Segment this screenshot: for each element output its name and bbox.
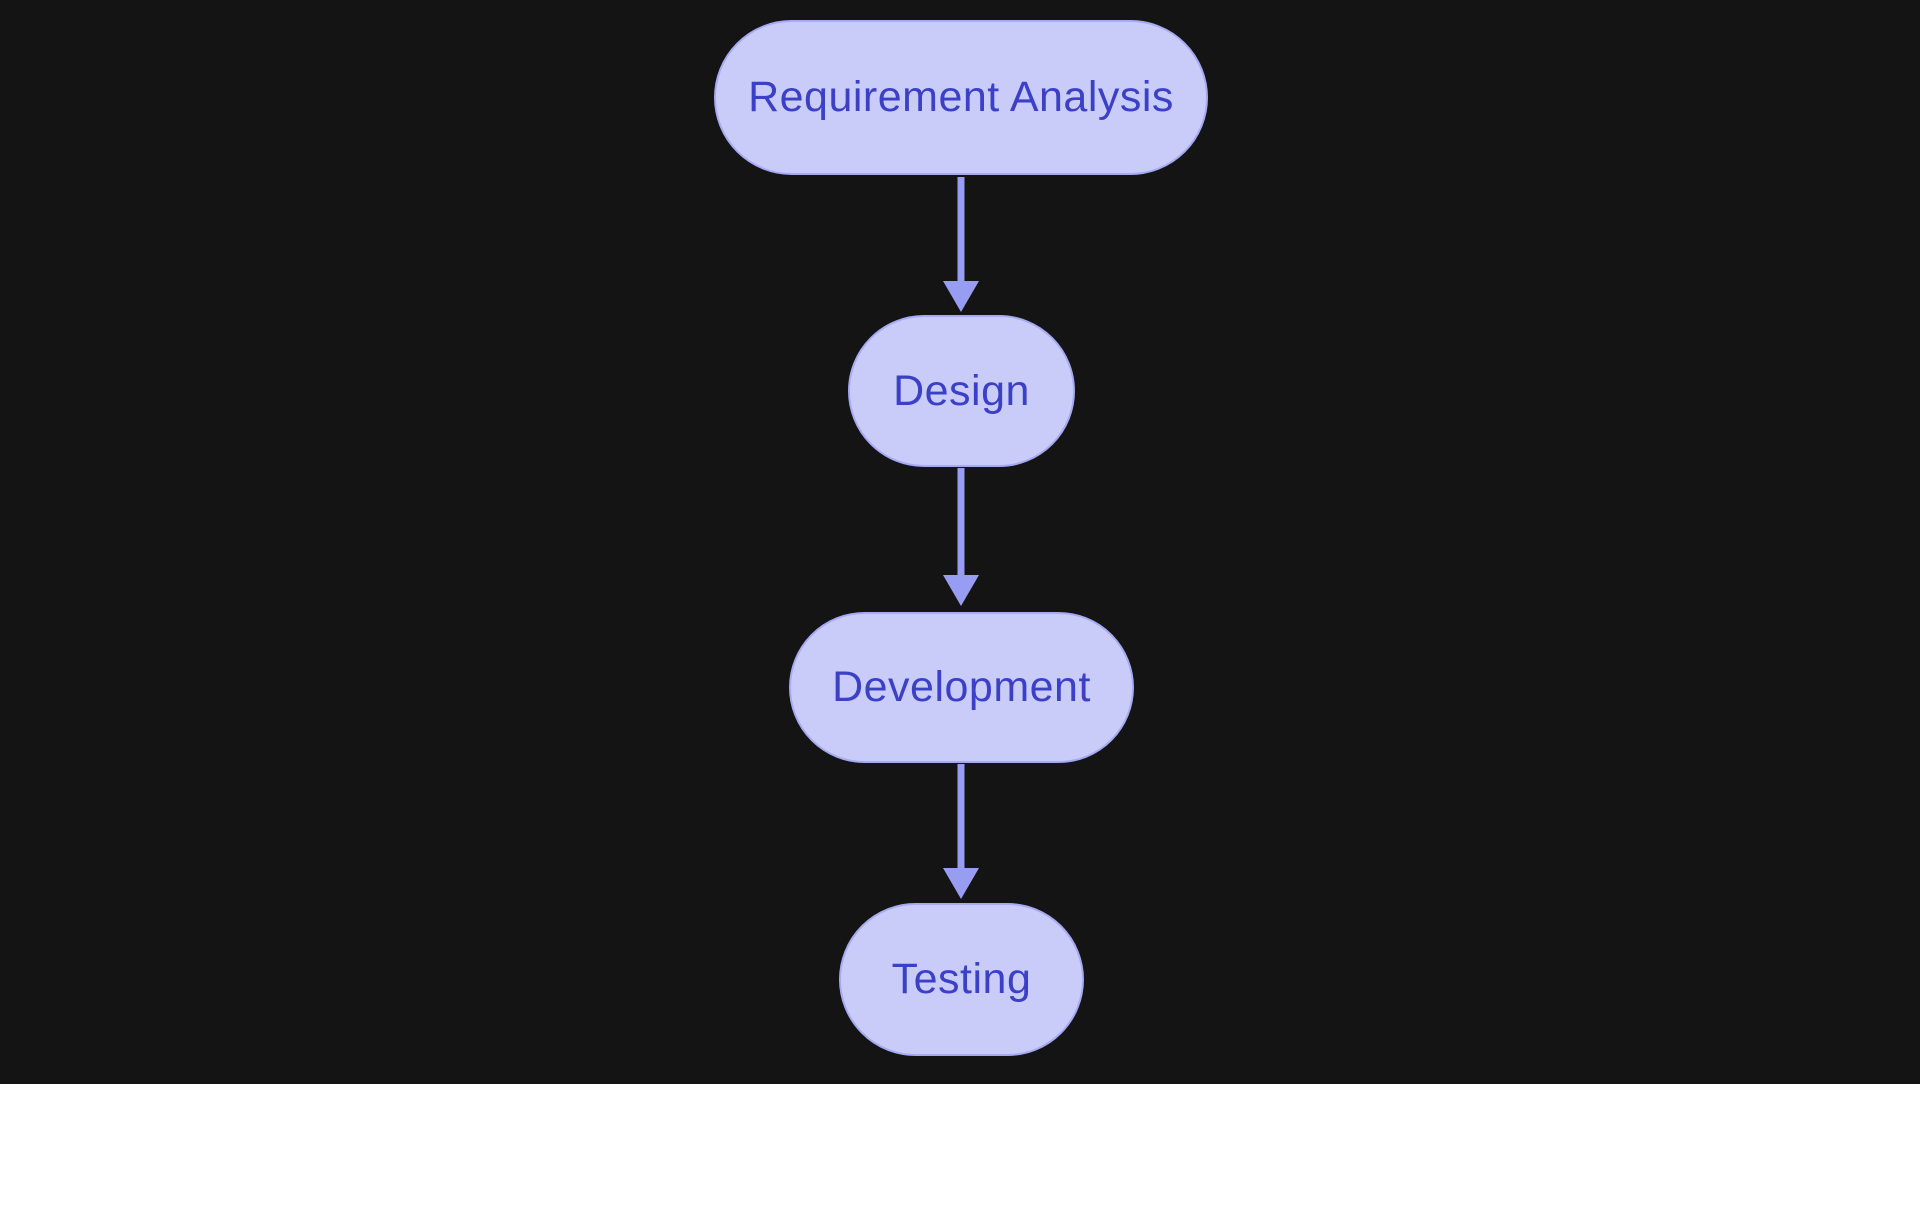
diagram-canvas: Requirement Analysis Design Development … [0, 0, 1920, 1084]
node-label: Development [832, 663, 1091, 711]
flowchart-node-development[interactable]: Development [789, 612, 1134, 763]
flowchart-node-requirement-analysis[interactable]: Requirement Analysis [714, 20, 1208, 175]
node-label: Requirement Analysis [748, 73, 1174, 121]
flowchart-node-testing[interactable]: Testing [839, 903, 1084, 1056]
footer-band [0, 1084, 1920, 1215]
edge-arrow-development-to-testing [943, 764, 979, 899]
node-label: Design [893, 366, 1030, 415]
edge-arrow-design-to-development [943, 468, 979, 606]
flowchart-node-design[interactable]: Design [848, 315, 1075, 467]
edge-arrow-requirement-to-design [943, 177, 979, 312]
node-label: Testing [891, 955, 1032, 1003]
